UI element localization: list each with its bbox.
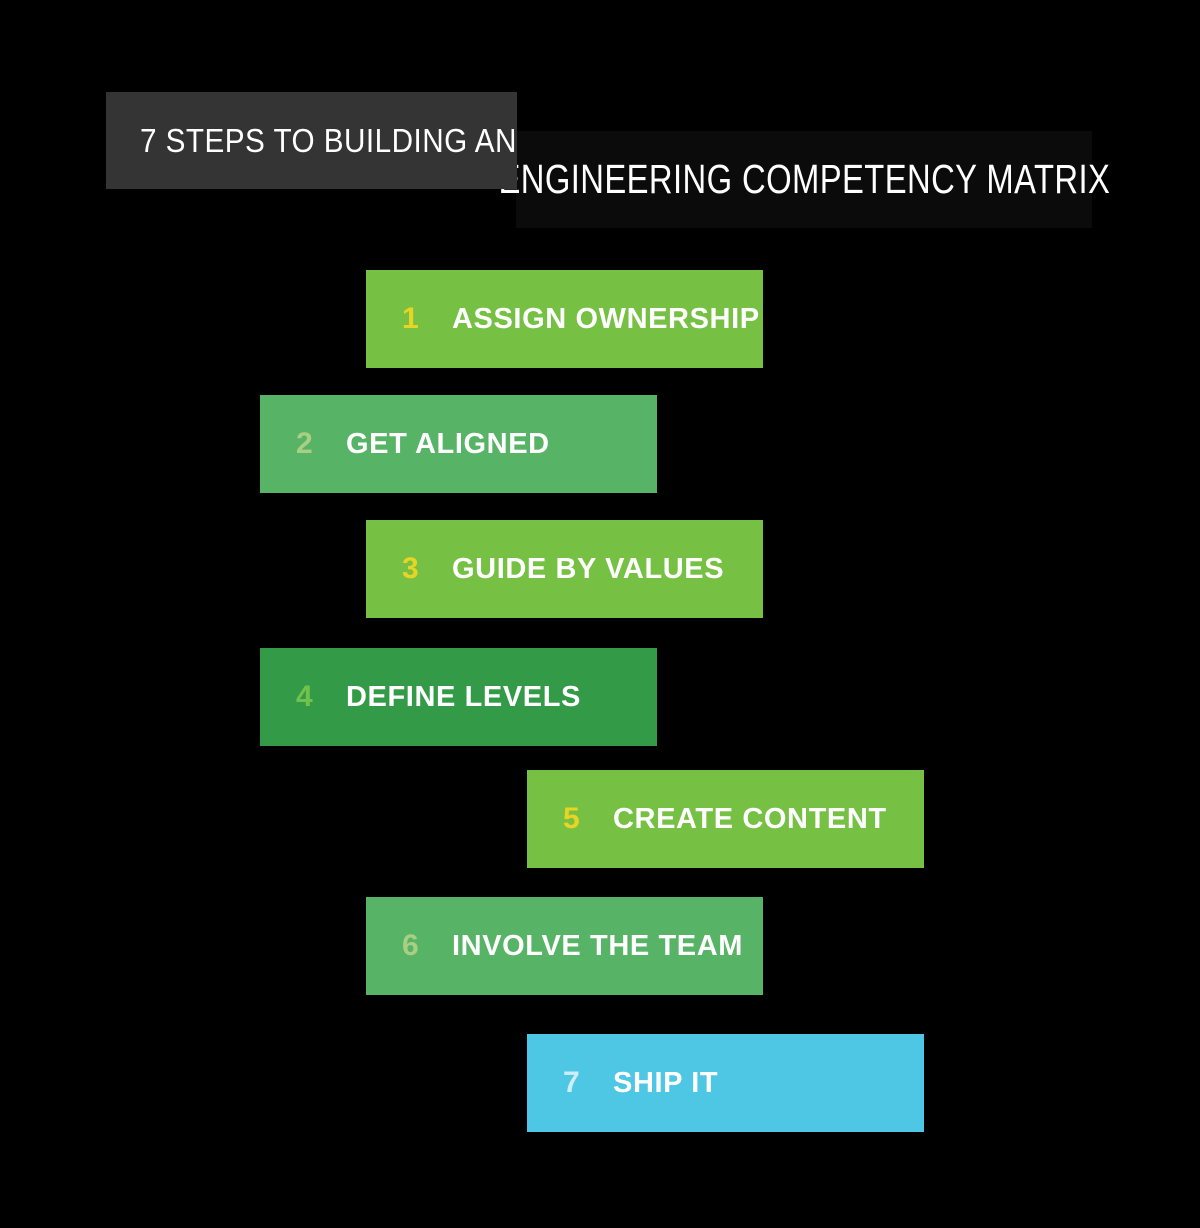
step-number: 2 [296, 427, 314, 460]
step-label: GUIDE BY VALUES [452, 552, 725, 585]
step-bar-4: 4 DEFINE LEVELS [260, 648, 657, 746]
step-number: 3 [402, 552, 420, 585]
title-line-2: ENGINEERING COMPETENCY MATRIX [498, 156, 1110, 202]
step-bar-6: 6 INVOLVE THE TEAM [366, 897, 763, 995]
title-box-primary: 7 STEPS TO BUILDING AN [106, 92, 517, 189]
step-number: 1 [402, 302, 420, 335]
step-label: INVOLVE THE TEAM [452, 929, 744, 962]
step-bar-2: 2 GET ALIGNED [260, 395, 657, 493]
step-number: 4 [296, 680, 314, 713]
step-number: 6 [402, 929, 420, 962]
step-label: SHIP IT [613, 1066, 719, 1099]
step-number: 5 [563, 802, 581, 835]
step-label: GET ALIGNED [346, 427, 550, 460]
step-label: CREATE CONTENT [613, 802, 887, 835]
step-number: 7 [563, 1066, 581, 1099]
step-bar-3: 3 GUIDE BY VALUES [366, 520, 763, 618]
step-bar-1: 1 ASSIGN OWNERSHIP [366, 270, 763, 368]
step-bar-5: 5 CREATE CONTENT [527, 770, 924, 868]
title-box-secondary: ENGINEERING COMPETENCY MATRIX [498, 131, 1110, 228]
title-line-1: 7 STEPS TO BUILDING AN [140, 121, 517, 159]
step-label: ASSIGN OWNERSHIP [452, 302, 760, 335]
step-label: DEFINE LEVELS [346, 680, 581, 713]
step-bar-7: 7 SHIP IT [527, 1034, 924, 1132]
